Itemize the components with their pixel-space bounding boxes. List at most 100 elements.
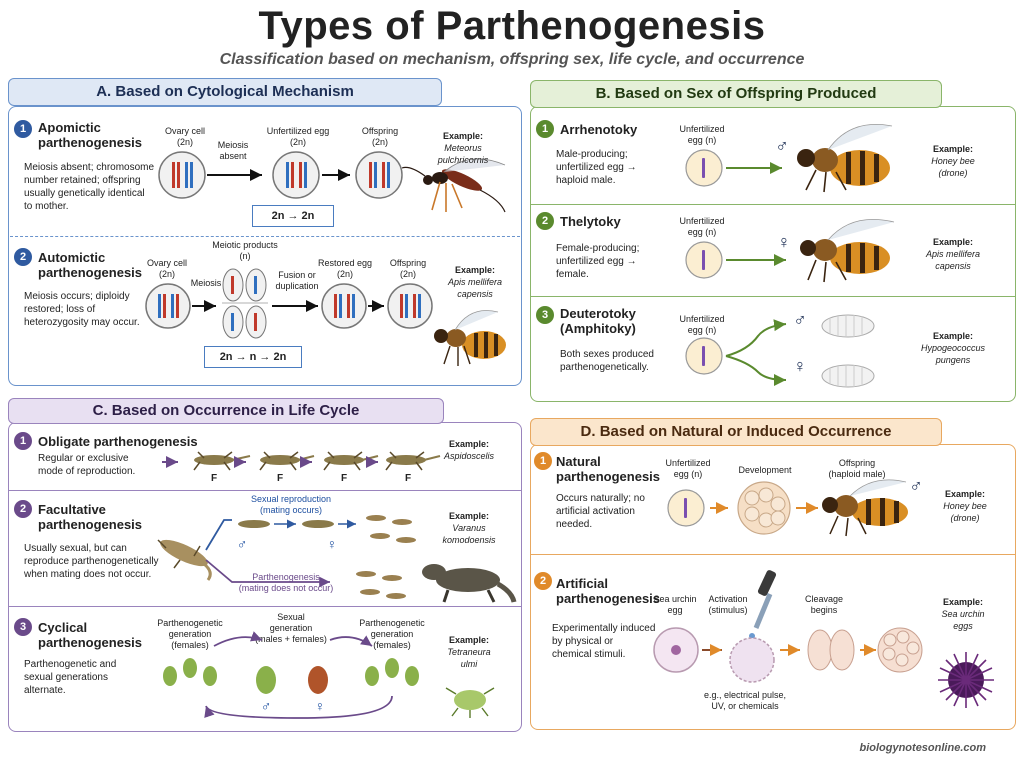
a2-example-name: Apis mellifera capensis bbox=[447, 277, 503, 299]
c3-arrow-2 bbox=[329, 635, 373, 647]
badge-d2: 2 bbox=[534, 572, 552, 590]
d2-example-label: Example: bbox=[942, 597, 984, 607]
d2-activation-label: Activation (stimulus) bbox=[708, 594, 748, 615]
a2-products-label: Meiotic products (n) bbox=[212, 240, 278, 261]
b2-description: Female-producing; unfertilized egg → fem… bbox=[556, 243, 640, 280]
a1-example-label: Example: bbox=[442, 131, 484, 141]
c1-f-label-4: F bbox=[404, 473, 412, 484]
c2-description: Usually sexual, but can reproduce parthe… bbox=[24, 543, 159, 580]
panel-d-divider bbox=[531, 554, 1015, 555]
badge-b2: 2 bbox=[536, 212, 554, 230]
d1-egg-label: Unfertilized egg (n) bbox=[665, 458, 711, 479]
c2-female-symbol: ♀ bbox=[326, 536, 338, 552]
sea-urchin-egg-icon bbox=[653, 627, 699, 673]
hatchlings-parth-icon bbox=[356, 571, 406, 599]
c1-example-name: Aspidoscelis bbox=[443, 451, 495, 461]
a1-offspring-label: Offspring (2n) bbox=[361, 126, 399, 147]
page-title: Types of Parthenogenesis bbox=[258, 4, 766, 48]
b2-egg bbox=[685, 241, 723, 279]
c2-male-symbol: ♂ bbox=[236, 536, 248, 552]
panel-b-title: B. Based on Sex of Offspring Produced bbox=[530, 80, 942, 108]
a2-formula-box: 2n → n → 2n bbox=[204, 346, 302, 368]
b3-male-symbol: ♂ bbox=[793, 310, 807, 330]
c1-f-label-3: F bbox=[340, 473, 348, 484]
aphid-sexual-icon bbox=[256, 666, 328, 694]
a2-offspring-label: Offspring (2n) bbox=[389, 258, 427, 279]
bee-icon bbox=[434, 310, 506, 366]
page-subtitle: Classification based on mechanism, offsp… bbox=[219, 51, 805, 68]
b2-example: Example: Apis mellifera capensis bbox=[908, 236, 998, 272]
b1-description: Male-producing; unfertilized egg → haplo… bbox=[556, 149, 637, 186]
panel-b-diagrams bbox=[685, 124, 895, 388]
panel-a-divider bbox=[10, 236, 520, 237]
a2-heading: Automictic parthenogenesis bbox=[38, 250, 143, 280]
d1-example-name: Honey bee (drone) bbox=[943, 501, 987, 523]
c1-example: Example: Aspidoscelis bbox=[424, 438, 514, 462]
c2-example: Example: Varanus komodoensis bbox=[424, 510, 514, 546]
a1-meiosis-label: Meiosis absent bbox=[217, 140, 249, 161]
panel-c-title: C. Based on Occurrence in Life Cycle bbox=[8, 398, 444, 424]
panel-a bbox=[8, 106, 522, 386]
badge-b3: 3 bbox=[536, 306, 554, 324]
footer-source: biologynotesonline.com bbox=[859, 742, 986, 754]
d2-example-name: Sea urchin eggs bbox=[941, 609, 985, 631]
aphid-group-1-icon bbox=[163, 658, 217, 686]
b1-example-name: Honey bee (drone) bbox=[931, 156, 975, 178]
badge-b1: 1 bbox=[536, 120, 554, 138]
a2-cells-diagram bbox=[145, 268, 506, 366]
d1-offspring-label: Offspring (haploid male) bbox=[828, 458, 886, 479]
a1-offspring-cell bbox=[355, 151, 403, 199]
panel-a-title: A. Based on Cytological Mechanism bbox=[8, 78, 442, 106]
d2-heading: Artificial parthenogenesis bbox=[556, 576, 661, 606]
d1-description: Occurs naturally; no artificial activati… bbox=[556, 493, 645, 530]
a2-restored-egg bbox=[321, 283, 367, 329]
c3-example: Example: Tetraneura ulmi bbox=[424, 634, 514, 670]
lizard-pair-icon bbox=[238, 520, 334, 528]
c3-arrow-1 bbox=[213, 631, 263, 647]
c2-branch-up bbox=[205, 519, 232, 551]
panel-b-divider-2 bbox=[531, 296, 1015, 297]
drone-bee-icon bbox=[822, 479, 908, 537]
a1-example: Example: Meteorus pulchricornis bbox=[418, 130, 508, 166]
c3-gen1-label: Parthenogenetic generation (females) bbox=[157, 618, 223, 650]
c3-return-arrow bbox=[204, 695, 393, 719]
a2-description: Meiosis occurs; diploidy restored; loss … bbox=[24, 291, 140, 328]
a1-cells-diagram bbox=[158, 151, 506, 213]
d1-sex-symbol: ♂ bbox=[909, 476, 923, 496]
d2-egg-label: Sea urchin egg bbox=[653, 594, 697, 615]
b3-heading: Deuterotoky (Amphitoky) bbox=[560, 306, 636, 336]
a2-ovary-label: Ovary cell (2n) bbox=[146, 258, 187, 279]
c3-male-symbol: ♂ bbox=[260, 698, 272, 714]
hatchlings-sexual-icon bbox=[366, 515, 416, 543]
c3-female-symbol: ♀ bbox=[314, 698, 326, 714]
a1-egg-label: Unfertilized egg (2n) bbox=[266, 126, 330, 147]
d1-example: Example: Honey bee (drone) bbox=[920, 488, 1010, 524]
b1-heading: Arrhenotoky bbox=[560, 122, 638, 137]
c2-example-label: Example: bbox=[448, 511, 490, 521]
b3-example: Example: Hypogeococcus pungens bbox=[908, 330, 998, 366]
d2-stimuli-label: e.g., electrical pulse, UV, or chemicals bbox=[703, 690, 787, 711]
b1-sex-symbol: ♂ bbox=[775, 136, 789, 156]
morula-icon bbox=[877, 627, 923, 673]
c1-f-label-1: F bbox=[210, 473, 218, 484]
sea-urchin-icon bbox=[938, 652, 994, 708]
c2-parth-label: Parthenogenesis (mating does not occur) bbox=[238, 572, 334, 593]
lizard-icon bbox=[385, 451, 441, 471]
a1-egg-cell bbox=[272, 151, 320, 199]
a2-fusion-label: Fusion or duplication bbox=[275, 270, 319, 291]
worker-bee-icon bbox=[800, 219, 895, 283]
b3-egg-label: Unfertilized egg (n) bbox=[679, 314, 725, 335]
mealybug-male-icon bbox=[821, 314, 875, 338]
b1-egg-label: Unfertilized egg (n) bbox=[679, 124, 725, 145]
c2-example-name: Varanus komodoensis bbox=[442, 523, 496, 545]
c3-gen2-label: Sexual generation (males + females) bbox=[255, 612, 327, 644]
wasp-icon bbox=[401, 158, 506, 213]
d2-cleavage-label: Cleavage begins bbox=[804, 594, 844, 615]
c1-example-label: Example: bbox=[448, 439, 490, 449]
d1-example-label: Example: bbox=[944, 489, 986, 499]
embryo-icon bbox=[737, 481, 791, 535]
komodo-dragon-icon bbox=[422, 564, 517, 603]
b2-egg-label: Unfertilized egg (n) bbox=[679, 216, 725, 237]
c3-heading: Cyclical parthenogenesis bbox=[38, 620, 143, 650]
